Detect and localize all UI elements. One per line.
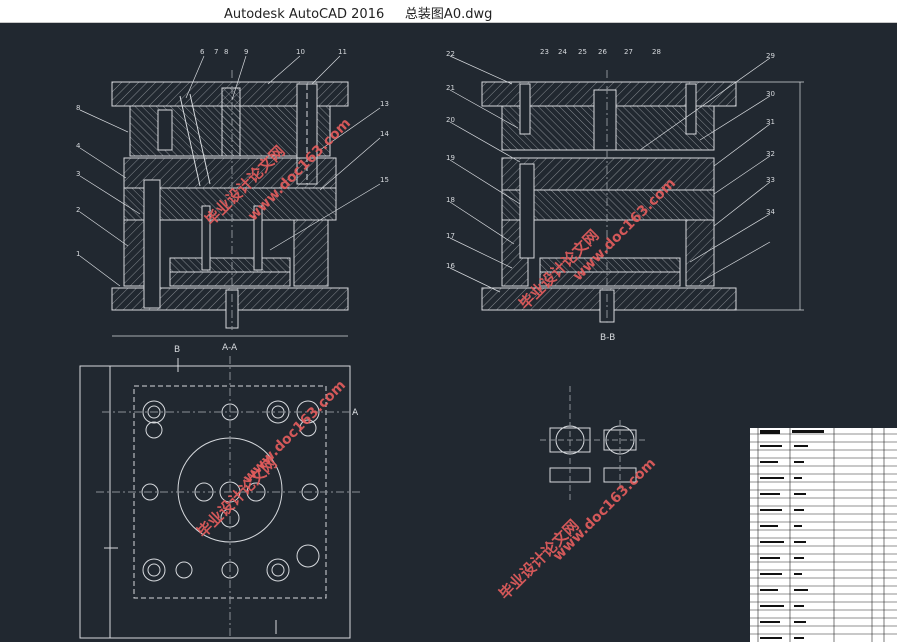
bb-callout-29: 29 [766,52,775,60]
bb-callout-25: 25 [578,48,587,56]
bb-callout-23: 23 [540,48,549,56]
bb-callout-21: 21 [446,84,455,92]
bb-callout-19: 19 [446,154,455,162]
aa-callout-9: 9 [244,48,248,56]
part-detail-view [540,386,646,500]
aa-callout-7: 7 [214,48,218,56]
aa-callout-2: 2 [76,206,80,214]
bb-callout-26: 26 [598,48,607,56]
plan-view [79,356,362,639]
section-bb-view [449,55,804,325]
bb-callout-17: 17 [446,232,455,240]
aa-callout-3: 3 [76,170,80,178]
aa-callout-11: 11 [338,48,347,56]
bb-callout-22: 22 [446,50,455,58]
cad-drawing[interactable]: A-A B-B [0,23,897,642]
aa-callout-8: 8 [76,104,80,112]
section-aa-view [79,55,381,337]
title-bar: Autodesk AutoCAD 2016 总装图A0.dwg [0,0,897,23]
aa-callout-15: 15 [380,176,389,184]
aa-callout-6: 6 [200,48,205,56]
bb-callout-32: 32 [766,150,775,158]
bb-callout-27: 27 [624,48,633,56]
aa-callout-1: 1 [76,250,80,258]
section-bb-label: B-B [600,333,615,343]
bom-table [750,428,897,642]
aa-callout-8: 8 [224,48,228,56]
bb-callout-31: 31 [766,118,775,126]
drawing-canvas[interactable]: A-A B-B [0,23,897,642]
bb-callout-20: 20 [446,116,455,124]
bb-callout-18: 18 [446,196,455,204]
bb-callout-34: 34 [766,208,775,216]
aa-callout-4: 4 [76,142,81,150]
bb-callout-28: 28 [652,48,661,56]
aa-callout-13: 13 [380,100,389,108]
bb-callout-33: 33 [766,176,775,184]
bb-callout-16: 16 [446,262,455,270]
bb-callout-24: 24 [558,48,567,56]
aa-callout-10: 10 [296,48,305,56]
window-title: Autodesk AutoCAD 2016 总装图A0.dwg [224,7,493,22]
bb-callout-30: 30 [766,90,775,98]
view-marker-a: A [352,408,359,418]
section-aa-label: A-A [222,343,238,353]
aa-callout-14: 14 [380,130,389,138]
view-marker-b: B [174,345,180,355]
